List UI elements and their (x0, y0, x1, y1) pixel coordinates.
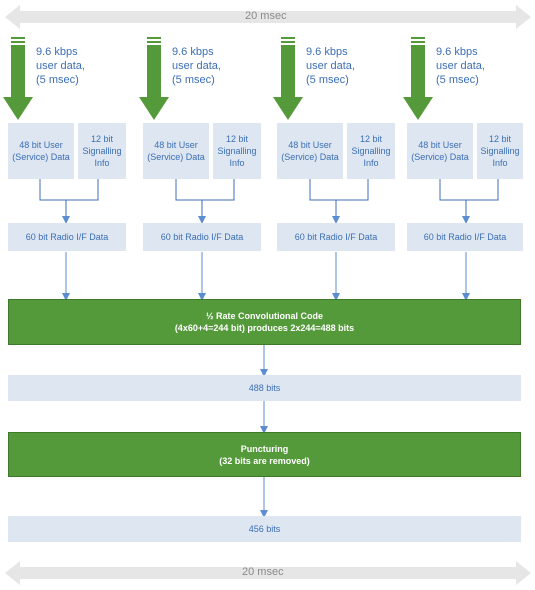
input-arrow-2 (139, 37, 169, 120)
convolutional-code-block: ½ Rate Convolutional Code (4x60+4=244 bi… (8, 299, 521, 345)
top-duration-label: 20 msec (245, 10, 287, 22)
input-arrow-4 (403, 37, 433, 120)
signalling-block-4: 12 bit Signalling Info (477, 123, 523, 179)
radio-block-2: 60 bit Radio I/F Data (143, 223, 261, 251)
user-data-block-3: 48 bit User (Service) Data (277, 123, 343, 179)
signalling-block-2: 12 bit Signalling Info (213, 123, 261, 179)
input-arrow-3 (273, 37, 303, 120)
bottom-duration-label: 20 msec (242, 566, 284, 578)
puncturing-title: Puncturing (240, 443, 289, 454)
radio-block-3: 60 bit Radio I/F Data (277, 223, 395, 251)
user-data-block-2: 48 bit User (Service) Data (143, 123, 209, 179)
puncturing-block: Puncturing (32 bits are removed) (8, 432, 521, 477)
puncturing-detail: (32 bits are removed) (219, 455, 310, 466)
input-arrows (3, 37, 433, 120)
input-arrow-1 (3, 37, 33, 120)
convolutional-code-title: ½ Rate Convolutional Code (205, 311, 323, 321)
bottom-duration-bar (5, 561, 531, 585)
user-data-block-4: 48 bit User (Service) Data (407, 123, 473, 179)
convolutional-code-detail: (4x60+4=244 bit) produces 2x244=488 bits (174, 323, 355, 333)
user-data-block-1: 48 bit User (Service) Data (8, 123, 74, 179)
top-duration-bar (5, 5, 531, 29)
radio-block-4: 60 bit Radio I/F Data (407, 223, 523, 251)
signalling-block-3: 12 bit Signalling Info (347, 123, 395, 179)
radio-block-1: 60 bit Radio I/F Data (8, 223, 126, 251)
signalling-block-1: 12 bit Signalling Info (78, 123, 126, 179)
bits-488-block: 488 bits (8, 375, 521, 401)
to-conv-arrows (62, 252, 470, 301)
bits-456-block: 456 bits (8, 516, 521, 542)
merge-connectors (39, 179, 499, 224)
